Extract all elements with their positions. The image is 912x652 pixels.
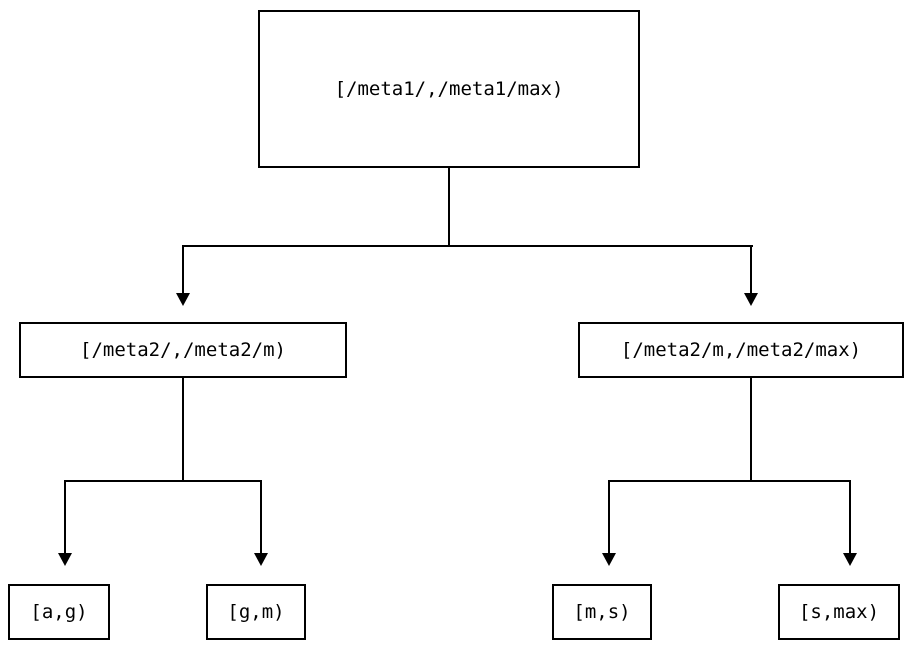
edge-root-stem xyxy=(448,168,450,247)
node-mid-right[interactable]: [/meta2/m,/meta2/max) xyxy=(578,322,904,378)
node-leaf-m-s[interactable]: [m,s) xyxy=(552,584,652,640)
node-root[interactable]: [/meta1/,/meta1/max) xyxy=(258,10,640,168)
edge-mid-left-bar xyxy=(64,480,262,482)
arrowhead-mid-right-to-leaf-smax xyxy=(843,553,857,566)
edge-mid-left-to-leaf-ag xyxy=(64,480,66,553)
node-mid-right-label: [/meta2/m,/meta2/max) xyxy=(620,338,862,361)
node-root-label: [/meta1/,/meta1/max) xyxy=(334,77,564,100)
node-leaf-g-m[interactable]: [g,m) xyxy=(206,584,306,640)
edge-mid-right-bar xyxy=(608,480,851,482)
node-leaf-a-g-label: [a,g) xyxy=(30,600,88,623)
edge-root-to-mid-left xyxy=(182,245,184,293)
edge-mid-right-to-leaf-smax xyxy=(849,480,851,553)
edge-root-bar xyxy=(183,245,753,247)
node-leaf-s-max[interactable]: [s,max) xyxy=(778,584,900,640)
node-leaf-s-max-label: [s,max) xyxy=(798,600,880,623)
node-leaf-m-s-label: [m,s) xyxy=(573,600,631,623)
node-mid-left[interactable]: [/meta2/,/meta2/m) xyxy=(19,322,347,378)
node-leaf-a-g[interactable]: [a,g) xyxy=(8,584,110,640)
node-leaf-g-m-label: [g,m) xyxy=(227,600,285,623)
arrowhead-mid-left-to-leaf-ag xyxy=(58,553,72,566)
edge-mid-left-to-leaf-gm xyxy=(260,480,262,553)
edge-root-to-mid-right xyxy=(750,245,752,293)
edge-mid-left-stem xyxy=(182,378,184,482)
arrowhead-mid-right-to-leaf-ms xyxy=(602,553,616,566)
arrowhead-mid-left-to-leaf-gm xyxy=(254,553,268,566)
arrowhead-root-to-mid-left xyxy=(176,293,190,306)
node-mid-left-label: [/meta2/,/meta2/m) xyxy=(80,338,286,361)
arrowhead-root-to-mid-right xyxy=(744,293,758,306)
edge-mid-right-stem xyxy=(750,378,752,482)
edge-mid-right-to-leaf-ms xyxy=(608,480,610,553)
